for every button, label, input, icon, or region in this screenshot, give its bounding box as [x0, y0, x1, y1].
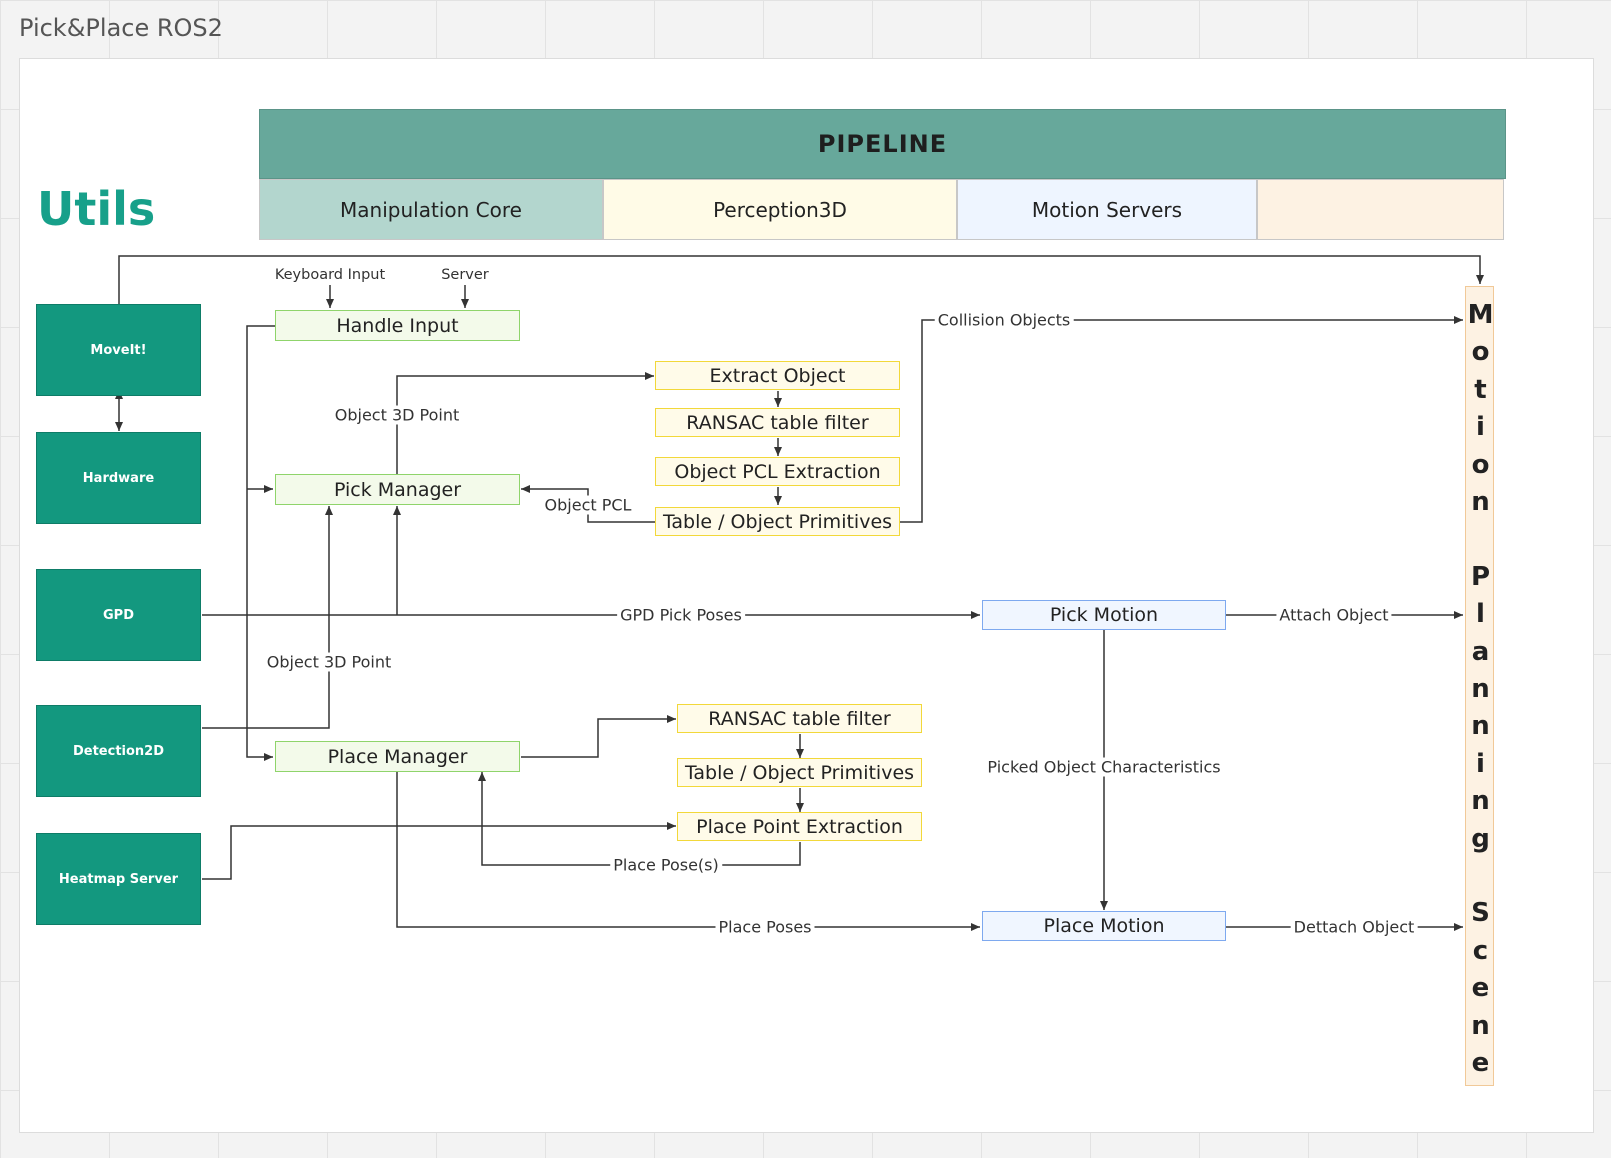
- util-hardware[interactable]: Hardware: [36, 432, 201, 524]
- node-ransac-place[interactable]: RANSAC table filter: [677, 704, 922, 733]
- label-place-poses: Place Poses: [715, 917, 815, 937]
- label-server: Server: [438, 267, 492, 283]
- edge-collision-objects: [900, 316, 1463, 523]
- util-gpd[interactable]: GPD: [36, 569, 201, 661]
- edge-place-poses: [396, 772, 980, 931]
- edge-place-to-ransac: [521, 715, 676, 758]
- label-gpd-pick-poses: GPD Pick Poses: [617, 605, 745, 625]
- node-primitives-place[interactable]: Table / Object Primitives: [677, 758, 922, 787]
- node-place-point-extraction[interactable]: Place Point Extraction: [677, 812, 922, 841]
- node-place-motion[interactable]: Place Motion: [982, 911, 1226, 941]
- label-dettach-object: Dettach Object: [1290, 917, 1418, 937]
- scene-letter: n: [1471, 487, 1490, 517]
- node-extract-object[interactable]: Extract Object: [655, 361, 900, 390]
- lane-manipulation-core[interactable]: Manipulation Core: [259, 179, 603, 240]
- lane-motion-planning[interactable]: [1257, 179, 1504, 240]
- scene-letter: e: [1471, 1048, 1490, 1078]
- pipeline-header[interactable]: PIPELINE: [259, 109, 1506, 179]
- lane-motion-servers[interactable]: Motion Servers: [957, 179, 1257, 240]
- util-moveit[interactable]: MoveIt!: [36, 304, 201, 396]
- scene-letter: g: [1471, 823, 1490, 854]
- label-collision-objects: Collision Objects: [934, 310, 1074, 330]
- label-attach-object: Attach Object: [1276, 605, 1392, 625]
- edge-pick-to-extract: [396, 372, 654, 474]
- frame-title[interactable]: Pick&Place ROS2: [19, 14, 223, 42]
- label-object-pcl: Object PCL: [541, 495, 635, 515]
- label-place-poses-feedback: Place Pose(s): [610, 855, 722, 875]
- scene-letter: o: [1471, 337, 1490, 368]
- node-place-manager[interactable]: Place Manager: [275, 741, 520, 772]
- label-keyboard-input: Keyboard Input: [271, 267, 389, 283]
- edge-detection-to-pick: [202, 506, 333, 729]
- util-detection2d[interactable]: Detection2D: [36, 705, 201, 797]
- scene-letter: c: [1472, 935, 1489, 966]
- lane-perception3d[interactable]: Perception3D: [603, 179, 957, 240]
- scene-letter: P: [1470, 561, 1491, 592]
- label-object-3d-point-mid: Object 3D Point: [263, 652, 395, 672]
- label-object-3d-point-top: Object 3D Point: [331, 405, 463, 425]
- scene-letter: M: [1467, 300, 1494, 330]
- node-handle-input[interactable]: Handle Input: [275, 310, 520, 341]
- node-ransac-pick[interactable]: RANSAC table filter: [655, 408, 900, 437]
- scene-letter: l: [1476, 599, 1485, 630]
- scene-letter: a: [1471, 636, 1490, 667]
- label-picked-object-characteristics: Picked Object Characteristics: [984, 757, 1224, 777]
- scene-letter: n: [1471, 711, 1490, 742]
- scene-letter: n: [1471, 786, 1490, 817]
- scene-letter: e: [1471, 973, 1490, 1004]
- node-object-pcl-extraction[interactable]: Object PCL Extraction: [655, 457, 900, 486]
- scene-letter: t: [1474, 374, 1487, 405]
- scene-letter: n: [1471, 674, 1490, 704]
- utils-title: Utils: [37, 182, 156, 236]
- edge-handle-to-managers: [246, 325, 275, 761]
- node-primitives-pick[interactable]: Table / Object Primitives: [655, 507, 900, 536]
- node-pick-motion[interactable]: Pick Motion: [982, 600, 1226, 630]
- util-heatmap-server[interactable]: Heatmap Server: [36, 833, 201, 925]
- scene-letter: o: [1471, 449, 1490, 480]
- scene-letter: i: [1476, 412, 1485, 443]
- edge-heatmap: [202, 822, 676, 880]
- scene-letter: i: [1476, 748, 1485, 779]
- scene-letter: n: [1471, 1010, 1490, 1041]
- scene-letter: S: [1471, 898, 1490, 929]
- edge-moveit-to-scene: [118, 255, 1484, 304]
- node-pick-manager[interactable]: Pick Manager: [275, 474, 520, 505]
